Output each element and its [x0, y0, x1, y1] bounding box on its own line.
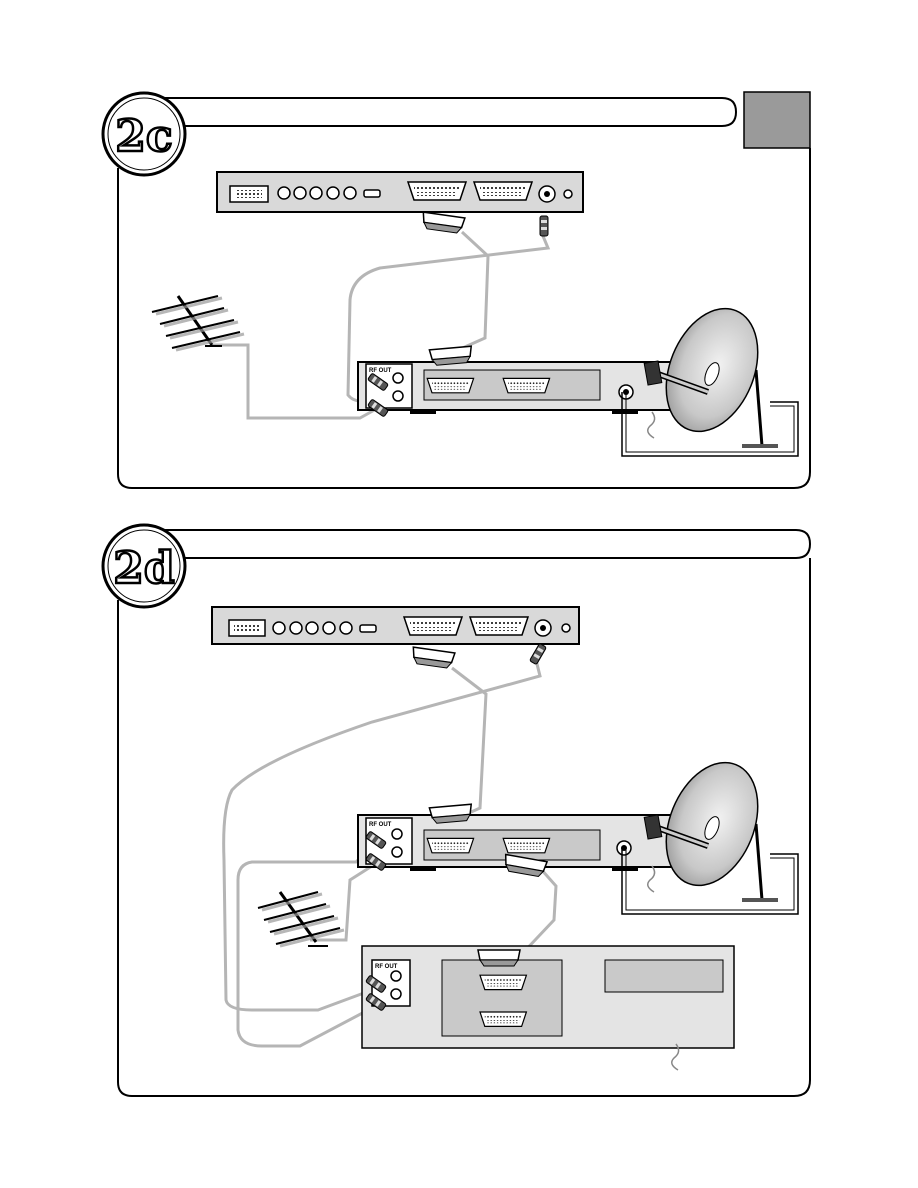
rf-out-label: RF OUT — [369, 368, 392, 374]
rf-out-label: RF OUT — [369, 822, 392, 828]
scart-plug-receiver — [429, 804, 472, 824]
receiver-scart-1 — [427, 838, 473, 852]
receiver-scart-2 — [503, 838, 549, 852]
section-tab — [744, 92, 810, 148]
badge-label: 2c — [115, 111, 172, 162]
scart-port-1 — [408, 182, 466, 200]
satellite-receiver: RF OUT — [358, 815, 694, 892]
panel-header-bar — [150, 530, 810, 558]
recorder-device: RF OUT — [362, 946, 734, 1070]
recorder-scart-2 — [480, 1012, 526, 1026]
panel-2c: 2c — [103, 92, 810, 488]
panel-2d: 2d — [103, 525, 810, 1096]
satellite-receiver: RF OUT — [358, 362, 694, 438]
receiver-scart-1 — [427, 378, 473, 392]
scart-plug-recorder — [478, 950, 520, 966]
hdmi-port — [364, 190, 380, 197]
tv-antenna — [258, 892, 344, 946]
receiver-scart-2 — [503, 378, 549, 392]
recorder-scart-1 — [480, 975, 526, 989]
tv-back-panel — [212, 607, 579, 644]
coax-plug-tv — [540, 216, 548, 236]
recorder-display — [605, 960, 723, 992]
panel-badge: 2c — [103, 93, 185, 175]
tv-antenna — [152, 296, 244, 350]
badge-label: 2d — [113, 543, 174, 594]
satellite-dish — [622, 749, 798, 914]
scart-plug-tv — [411, 647, 455, 669]
scart-port-2 — [474, 182, 532, 200]
scart-port-2 — [470, 617, 528, 635]
scart-plug-tv — [421, 212, 465, 234]
panel-badge: 2d — [103, 525, 185, 607]
scart-plug-receiver — [429, 346, 472, 366]
panel-header-bar — [150, 98, 736, 126]
scart-port-1 — [404, 617, 462, 635]
hdmi-port — [360, 625, 376, 632]
tv-back-panel — [217, 172, 583, 212]
recorder-rf-out-label: RF OUT — [375, 964, 398, 970]
